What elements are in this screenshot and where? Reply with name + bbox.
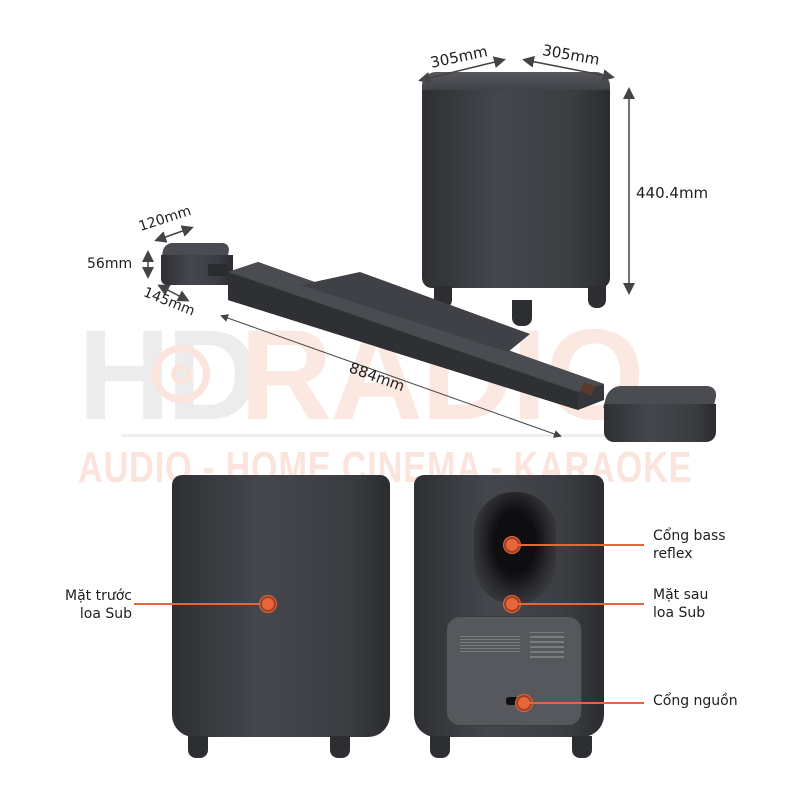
callout-rear-sub-label: Mặt sau loa Sub: [653, 587, 709, 621]
subwoofer-front-body: [172, 475, 390, 737]
satellite-left-connector: [208, 264, 228, 276]
callout-front-sub-line: [134, 603, 264, 605]
satellite-right-body: [604, 404, 716, 442]
callout-bass-reflex-marker: [506, 539, 518, 551]
dim-subwoofer-height: 440.4mm: [636, 184, 709, 202]
subwoofer-front-foot: [330, 736, 350, 758]
power-socket: [506, 697, 520, 705]
callout-power-port-line: [528, 702, 644, 704]
rear-panel-label-right: [530, 632, 564, 658]
callout-bass-reflex-label: Cổng bass reflex: [653, 528, 726, 562]
rear-panel-label-left: [460, 634, 520, 652]
callout-front-sub-marker: [262, 598, 274, 610]
subwoofer-front-foot: [188, 736, 208, 758]
callout-rear-sub-marker: [506, 598, 518, 610]
callout-power-port-marker: [518, 697, 530, 709]
subwoofer-body: [422, 90, 610, 288]
callout-power-port-label: Cổng nguồn: [653, 693, 738, 709]
watermark-target-icon: [152, 345, 210, 403]
subwoofer-rear-foot: [572, 736, 592, 758]
callout-rear-sub-line: [516, 603, 644, 605]
callout-bass-reflex-line: [516, 544, 644, 546]
subwoofer-rear-foot: [430, 736, 450, 758]
callout-front-sub-label: Mặt trước loa Sub: [65, 588, 132, 622]
dim-satellite-height: 56mm: [87, 256, 133, 272]
subwoofer-foot: [588, 286, 606, 308]
